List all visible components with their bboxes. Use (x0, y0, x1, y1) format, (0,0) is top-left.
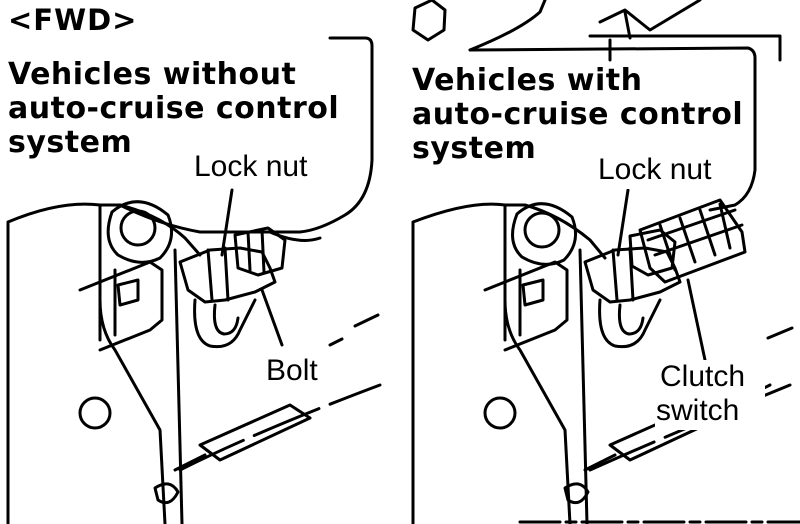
clutch-switch-label-line-1: Clutch (660, 360, 746, 393)
right-lock-nut-label: Lock nut (598, 153, 712, 186)
left-rod (198, 403, 312, 462)
right-bracket-plate (411, 202, 607, 524)
left-heading-line-2: auto-cruise control (8, 91, 340, 126)
right-switch-body (583, 246, 682, 304)
clutch-switch-label-line-2: switch (656, 394, 740, 427)
left-bolt-label: Bolt (266, 354, 318, 387)
right-heading-line-3: system (412, 131, 537, 166)
left-panel-drawing (6, 36, 382, 524)
left-floor-line (178, 383, 382, 472)
right-top-bar (588, 34, 782, 62)
left-hole-circle (78, 396, 112, 430)
right-lock-nut-leader (616, 188, 630, 257)
left-lock-nut-label: Lock nut (194, 150, 308, 183)
left-switch-body (178, 246, 277, 304)
right-hexagon (411, 0, 447, 42)
left-bracket-plate (6, 202, 202, 524)
right-hole-circle (483, 396, 517, 430)
right-clutch-switch-block (638, 198, 747, 284)
right-heading-line-1: Vehicles with (412, 63, 643, 98)
left-lock-nut (233, 226, 287, 277)
left-heading-line-3: system (8, 125, 133, 160)
right-lock-nut (628, 228, 677, 277)
left-u-clamp (78, 260, 164, 352)
variant-tag: <FWD> (8, 3, 138, 37)
right-pivot-circle (523, 211, 561, 249)
right-heading-line-2: auto-cruise control (412, 97, 744, 132)
right-u-clamp (483, 260, 569, 352)
right-heading-frame (468, 46, 757, 212)
left-lock-nut-leader (220, 188, 234, 257)
left-bolt-leader (260, 288, 284, 347)
left-pivot-circle (119, 209, 157, 247)
right-clutch-switch-leader (686, 278, 707, 362)
left-heading-frame (118, 36, 374, 234)
left-heading-line-1: Vehicles without (8, 57, 297, 92)
